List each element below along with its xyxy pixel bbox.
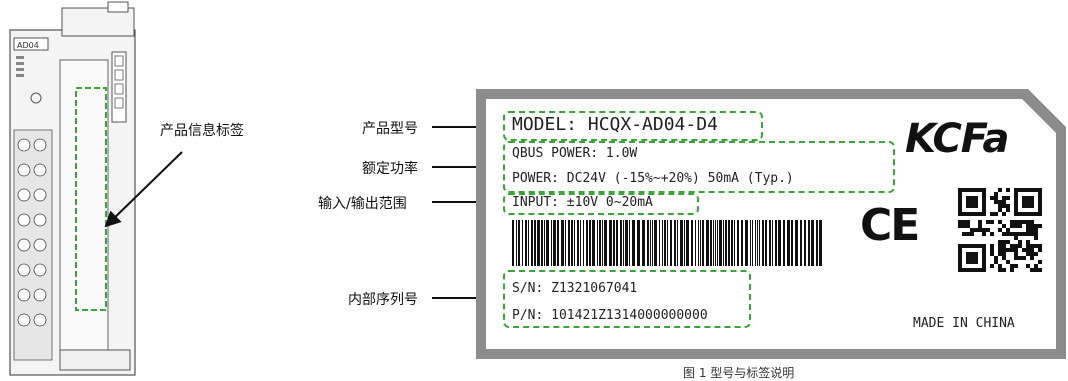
qr-code-image: [958, 188, 1042, 272]
callout-serial: 内部序列号: [348, 292, 418, 308]
callout-io-range: 输入/输出范围: [318, 196, 407, 212]
ce-mark: CE: [860, 200, 920, 251]
label-qbus-power: QBUS POWER: 1.0W: [512, 146, 638, 161]
brand-logo: KCFa: [905, 116, 1010, 162]
highlight-input: [503, 193, 699, 215]
label-input: INPUT: ±10V 0~20mA: [512, 195, 653, 210]
highlight-model: [503, 111, 763, 141]
label-made-in: MADE IN CHINA: [913, 316, 1015, 331]
label-sn: S/N: Z1321067041: [512, 281, 638, 296]
device-model-tag: AD04: [17, 41, 39, 50]
label-model: MODEL: HCQX-AD04-D4: [512, 114, 718, 135]
callout-model: 产品型号: [362, 121, 418, 137]
highlight-rating: [503, 141, 895, 193]
callout-product-label: 产品信息标签: [160, 123, 244, 139]
highlight-serial: [503, 270, 751, 328]
label-power: POWER: DC24V (-15%~+20%) 50mA (Typ.): [512, 171, 794, 186]
callout-rating: 额定功率: [362, 161, 418, 177]
barcode-image: [512, 220, 822, 266]
figure-caption: 图 1 型号与标签说明: [683, 366, 795, 380]
arrow-product-label: [104, 151, 183, 228]
callout-arrows: [104, 119, 505, 306]
label-pn: P/N: 101421Z1314000000000: [512, 308, 708, 323]
io-module-illustration: AD04: [9, 1, 136, 376]
